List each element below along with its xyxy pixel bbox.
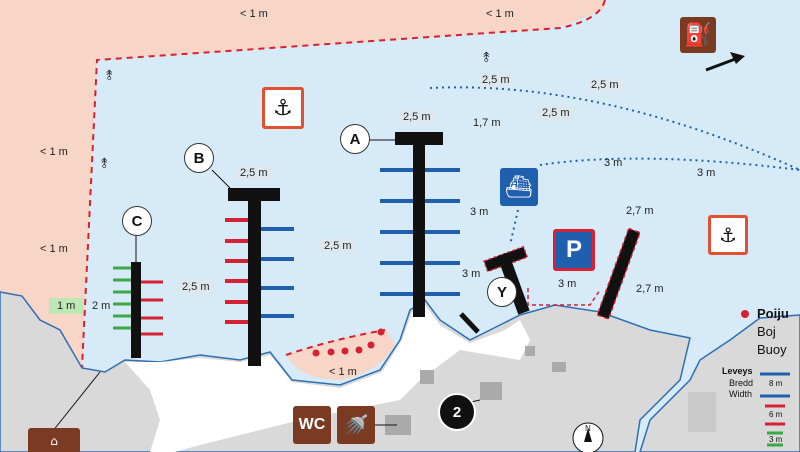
depth-label: 3 m <box>697 167 716 179</box>
compass-letter: N <box>585 424 591 433</box>
shallow-badge: 1 m <box>49 298 84 314</box>
shallow-area-pier <box>286 328 395 380</box>
wc-label: WC <box>298 416 326 433</box>
depth-label: < 1 m <box>240 8 268 20</box>
pier-label-y[interactable]: Y <box>487 277 517 307</box>
depth-label: 2,5 m <box>399 110 435 124</box>
ferry-icon: ⛴ <box>500 168 538 206</box>
depth-label: 3 m <box>604 157 623 169</box>
depth-label: 2,7 m <box>636 283 664 295</box>
fuel-icon: ⛽ <box>680 17 716 53</box>
depth-label: < 1 m <box>486 8 514 20</box>
parking-icon: P <box>553 229 595 271</box>
road <box>125 305 530 452</box>
depth-label: 2,5 m <box>320 239 356 253</box>
pier-label-c[interactable]: C <box>122 206 152 236</box>
svg-text:⥉: ⥉ <box>101 156 108 172</box>
pier-a-berths <box>380 168 460 296</box>
depth-label: 2,5 m <box>236 166 272 180</box>
pier-label-a[interactable]: A <box>340 124 370 154</box>
legend-width-title: Leveys <box>722 366 753 376</box>
anchor-prohibited-icon: ⚓ <box>262 87 304 129</box>
shallow-boundary <box>81 0 606 369</box>
depth-label: 2,5 m <box>478 73 514 87</box>
shallow-boundary-pier <box>285 329 386 356</box>
legend-buoy-en: Buoy <box>757 342 787 357</box>
depth-label: < 1 m <box>329 366 357 378</box>
legend-width-3m: 3 m <box>769 435 783 444</box>
depth-label: 3 m <box>470 206 489 218</box>
legend-buoy-title: Poiju <box>757 306 789 321</box>
route-3 <box>509 209 519 246</box>
depth-label: 3 m <box>558 278 577 290</box>
legend-width-en: Width <box>729 389 753 399</box>
bollard-icon: ⥉ ⥉ ⥉ <box>101 50 490 172</box>
parking-boundary <box>527 288 601 306</box>
house-icon: ⌂ <box>28 428 80 452</box>
service-number-2[interactable]: 2 <box>438 393 476 431</box>
depth-label: 2,7 m <box>626 205 654 217</box>
legend-width-sv: Bredd <box>729 378 754 388</box>
svg-text:⥉: ⥉ <box>106 68 113 84</box>
pier-c <box>131 262 141 358</box>
route-1 <box>429 86 800 171</box>
depth-label: 3 m <box>462 268 481 280</box>
shower-icon: 🚿 <box>337 406 375 444</box>
svg-text:⥉: ⥉ <box>483 50 490 66</box>
pier-label-b[interactable]: B <box>184 143 214 173</box>
depth-label: < 1 m <box>40 243 68 255</box>
depth-label: 2,5 m <box>587 78 623 92</box>
wc-icon: WC <box>293 406 331 444</box>
compass-icon <box>572 422 604 452</box>
depth-label: 2 m <box>92 300 111 312</box>
legend-width-8m: 8 m <box>769 379 783 388</box>
buoy-icon <box>312 328 385 357</box>
depth-label: < 1 m <box>40 146 68 158</box>
depth-label: 2,5 m <box>538 106 574 120</box>
pier-b <box>248 188 261 366</box>
parking-label: P <box>565 236 582 263</box>
pier-c-berths <box>113 266 163 336</box>
depth-label: 1,7 m <box>473 117 501 129</box>
anchor-prohibited-icon: ⚓ <box>708 215 748 255</box>
pier-a <box>413 132 425 317</box>
direction-arrow-icon <box>705 52 745 72</box>
legend-width-6m: 6 m <box>769 410 783 419</box>
pier-b-berths <box>225 218 294 324</box>
depth-label: 2,5 m <box>178 280 214 294</box>
legend-buoy-sv: Boj <box>757 324 776 339</box>
land-right <box>639 314 800 452</box>
pier-right <box>596 227 641 320</box>
legend-width-lines <box>760 372 790 447</box>
route-2 <box>539 157 800 171</box>
